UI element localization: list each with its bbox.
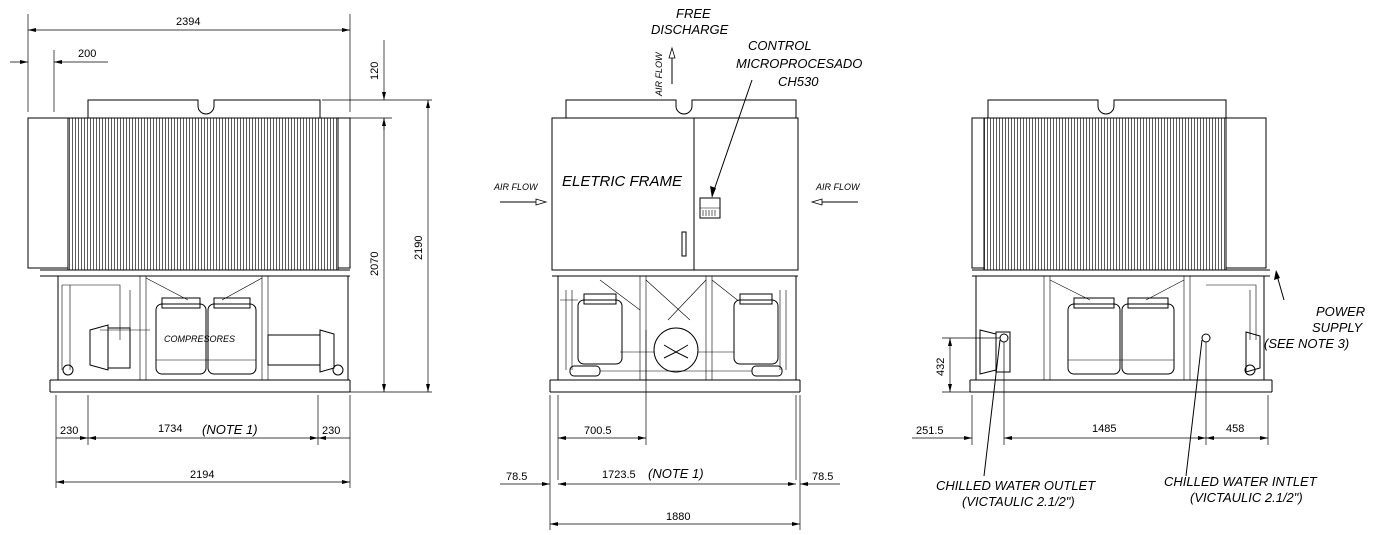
condenser-coil-right bbox=[983, 117, 1227, 271]
power-supply-label-2: SUPPLY bbox=[1312, 320, 1363, 335]
compressor-2 bbox=[207, 303, 257, 375]
dim-left-total-width: 2394 bbox=[176, 16, 200, 28]
dim-right-edge: 458 bbox=[1226, 423, 1244, 435]
dim-left-center: 1734 bbox=[158, 423, 182, 435]
dim-center-edge-b: 78.5 bbox=[812, 471, 833, 483]
dim-right-offset: 251.5 bbox=[916, 425, 944, 437]
chilled-water-outlet-spec: (VICTAULIC 2.1/2") bbox=[962, 494, 1075, 509]
condenser-coil-left bbox=[67, 117, 339, 271]
air-flow-left-label: AIR FLOW bbox=[493, 182, 539, 192]
electric-frame-label: ELETRIC FRAME bbox=[562, 173, 683, 190]
chilled-water-inlet-spec: (VICTAULIC 2.1/2") bbox=[1190, 490, 1303, 505]
front-view: ELETRIC FRAME FREE DISCHARGE AIR FLOW CO… bbox=[493, 6, 862, 530]
chilled-water-outlet-port bbox=[999, 333, 1009, 343]
compressor-1 bbox=[155, 303, 207, 375]
dim-left-base-width: 2194 bbox=[190, 469, 214, 481]
note1-center: (NOTE 1) bbox=[648, 466, 704, 481]
power-supply-label-1: POWER bbox=[1316, 304, 1365, 319]
electric-frame-panel bbox=[551, 117, 799, 271]
control-label-2: MICROPROCESADO bbox=[736, 56, 862, 71]
dim-left-edge-b: 230 bbox=[322, 425, 340, 437]
chilled-water-outlet-label: CHILLED WATER OUTLET bbox=[936, 478, 1096, 493]
air-flow-top-label: AIR FLOW bbox=[654, 51, 664, 97]
free-discharge-label-2: DISCHARGE bbox=[651, 22, 729, 37]
control-label-1: CONTROL bbox=[748, 38, 812, 53]
dim-right-center: 1485 bbox=[1092, 423, 1116, 435]
dim-left-top-clearance: 120 bbox=[369, 62, 381, 80]
evaporator bbox=[653, 327, 699, 373]
air-flow-right-label: AIR FLOW bbox=[815, 182, 861, 192]
dim-center-edge-a: 78.5 bbox=[506, 471, 527, 483]
dim-left-offset: 200 bbox=[78, 48, 96, 60]
rear-side-view: 432 251.5 1485 458 POWER SUPPLY (SEE NOT… bbox=[912, 99, 1365, 509]
power-supply-label-3: (SEE NOTE 3) bbox=[1264, 336, 1349, 351]
dim-left-coil-height: 2070 bbox=[369, 252, 381, 276]
chilled-water-inlet-port bbox=[1201, 333, 1211, 343]
dim-left-total-height: 2190 bbox=[413, 236, 425, 260]
left-side-view: COMPRESORES 2394 200 120 2070 bbox=[10, 14, 432, 488]
dim-center-total: 1880 bbox=[666, 511, 690, 523]
dim-left-edge-a: 230 bbox=[60, 425, 78, 437]
dim-center-offset: 700.5 bbox=[584, 425, 612, 437]
note1-left: (NOTE 1) bbox=[202, 422, 258, 437]
chilled-water-inlet-label: CHILLED WATER INTLET bbox=[1164, 474, 1318, 489]
dim-center-center: 1723.5 bbox=[602, 469, 636, 481]
control-label-3: CH530 bbox=[778, 74, 819, 89]
free-discharge-label-1: FREE bbox=[676, 6, 711, 21]
dim-right-height: 432 bbox=[935, 358, 947, 376]
compressors-label: COMPRESORES bbox=[164, 334, 235, 344]
